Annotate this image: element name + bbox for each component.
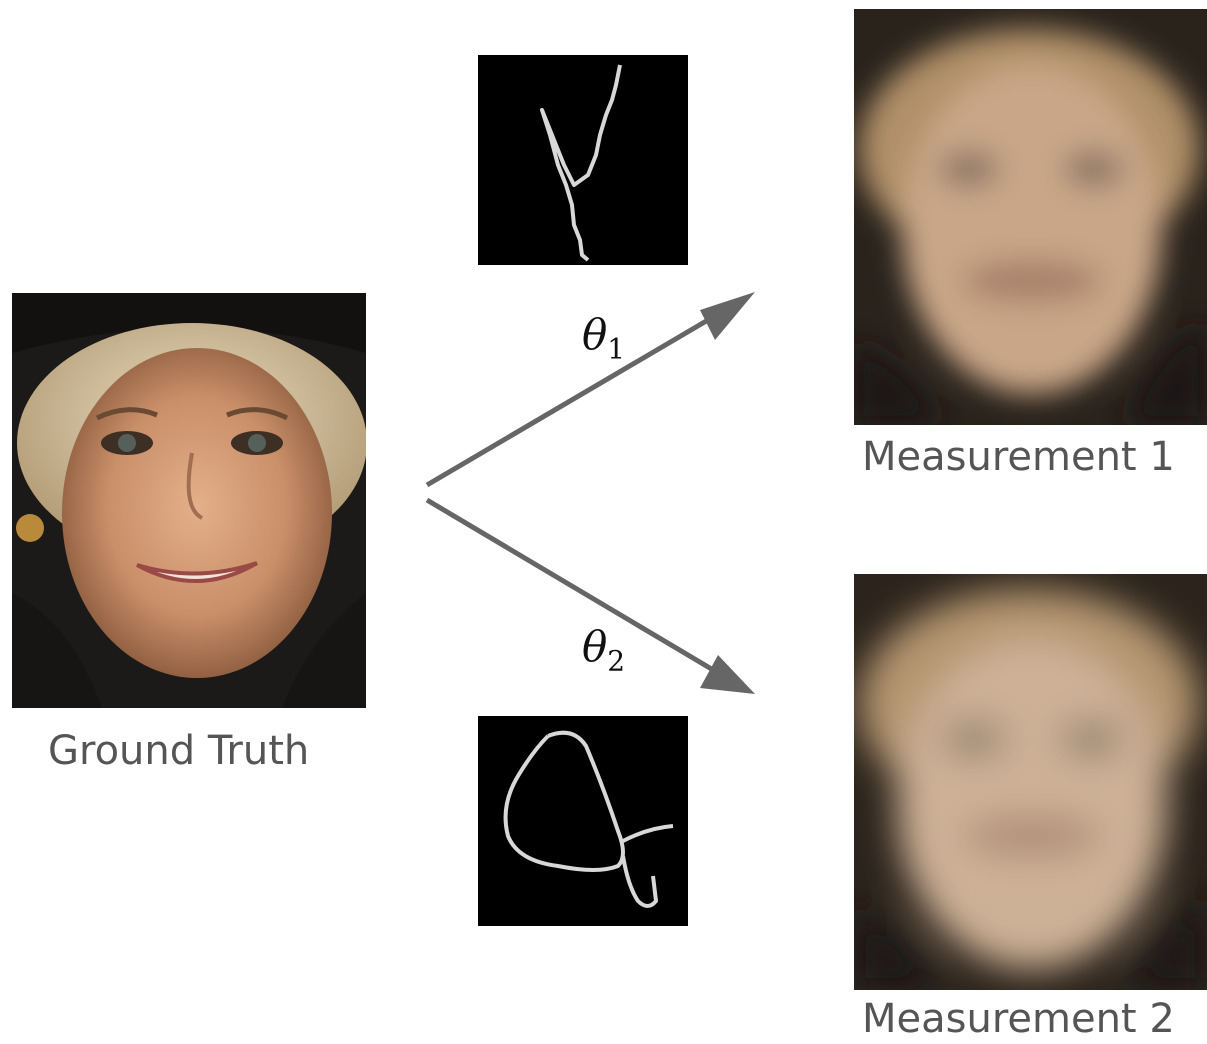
measurement-2-caption: Measurement 2 [862, 996, 1175, 1042]
arrow-to-measurement-1 [425, 307, 727, 488]
measurement-1-caption: Measurement 1 [862, 434, 1175, 480]
theta-2-index: 2 [607, 644, 626, 678]
measurement-2-image [854, 574, 1207, 990]
theta-1-index: 1 [607, 332, 626, 366]
arrow-to-measurement-2 [425, 497, 727, 680]
theta-1-label: θ1 [582, 310, 625, 365]
arrowhead-2 [700, 655, 755, 694]
theta-1-symbol: θ [582, 310, 608, 359]
ground-truth-caption: Ground Truth [48, 728, 310, 774]
ground-truth-image [12, 293, 367, 708]
theta-2-label: θ2 [582, 622, 625, 677]
theta-2-symbol: θ [582, 622, 608, 671]
measurement-1-image [854, 9, 1207, 425]
blur-kernel-1 [478, 55, 688, 265]
arrowhead-1 [700, 292, 755, 340]
blur-kernel-2 [478, 716, 688, 926]
